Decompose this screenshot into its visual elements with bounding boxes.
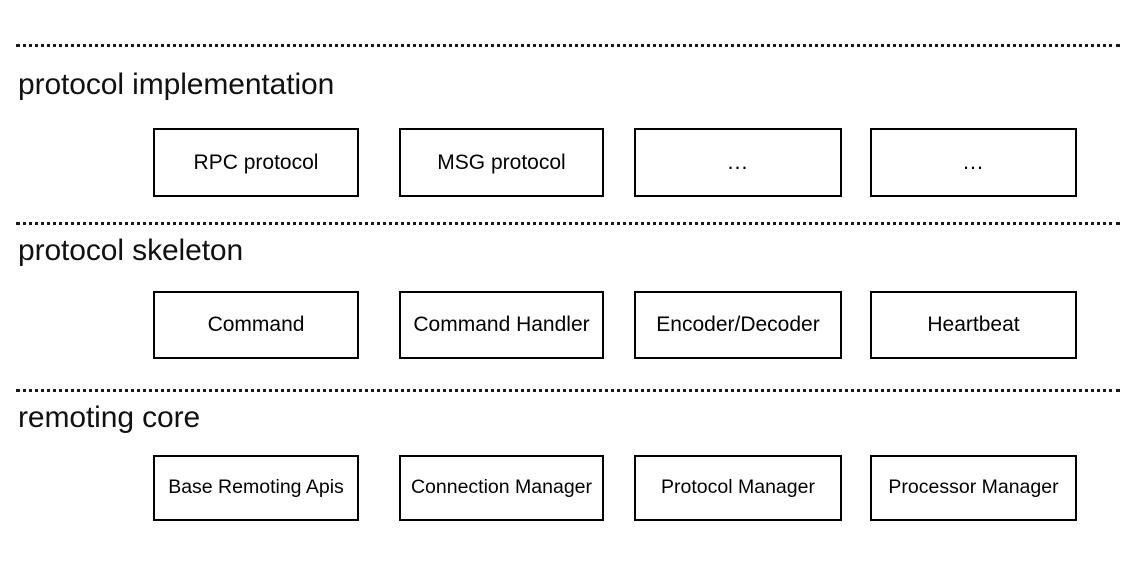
layer-title-protocol-skeleton: protocol skeleton [18,234,244,267]
node-rpc-protocol[interactable]: RPC protocol [153,128,359,197]
node-msg-protocol[interactable]: MSG protocol [399,128,604,197]
layer-divider-bottom [16,389,1120,392]
node-processor-manager[interactable]: Processor Manager [870,455,1077,521]
node-label: MSG protocol [437,150,566,174]
node-label: Command Handler [413,313,590,337]
node-label: Processor Manager [888,476,1059,499]
node-command-handler[interactable]: Command Handler [399,291,604,359]
node-protocol-placeholder-2[interactable]: … [870,128,1077,197]
node-protocol-placeholder-1[interactable]: … [634,128,842,197]
node-label: Encoder/Decoder [656,313,820,337]
node-label: RPC protocol [193,150,319,174]
node-protocol-manager[interactable]: Protocol Manager [634,455,842,521]
node-label: Protocol Manager [661,476,815,499]
node-command[interactable]: Command [153,291,359,359]
layer-divider-top [16,44,1120,47]
node-encoder-decoder[interactable]: Encoder/Decoder [634,291,842,359]
node-base-remoting-apis[interactable]: Base Remoting Apis [153,455,359,521]
node-label: Base Remoting Apis [168,476,344,499]
node-connection-manager[interactable]: Connection Manager [399,455,604,521]
layer-title-remoting-core: remoting core [18,401,201,434]
layer-title-protocol-implementation: protocol implementation [18,68,335,101]
node-label-ellipsis: … [962,149,985,175]
node-label-ellipsis: … [726,149,750,175]
node-label: Heartbeat [927,313,1020,337]
layer-divider-middle [16,222,1120,225]
node-label: Connection Manager [410,476,593,499]
node-heartbeat[interactable]: Heartbeat [870,291,1077,359]
node-label: Command [207,313,305,337]
